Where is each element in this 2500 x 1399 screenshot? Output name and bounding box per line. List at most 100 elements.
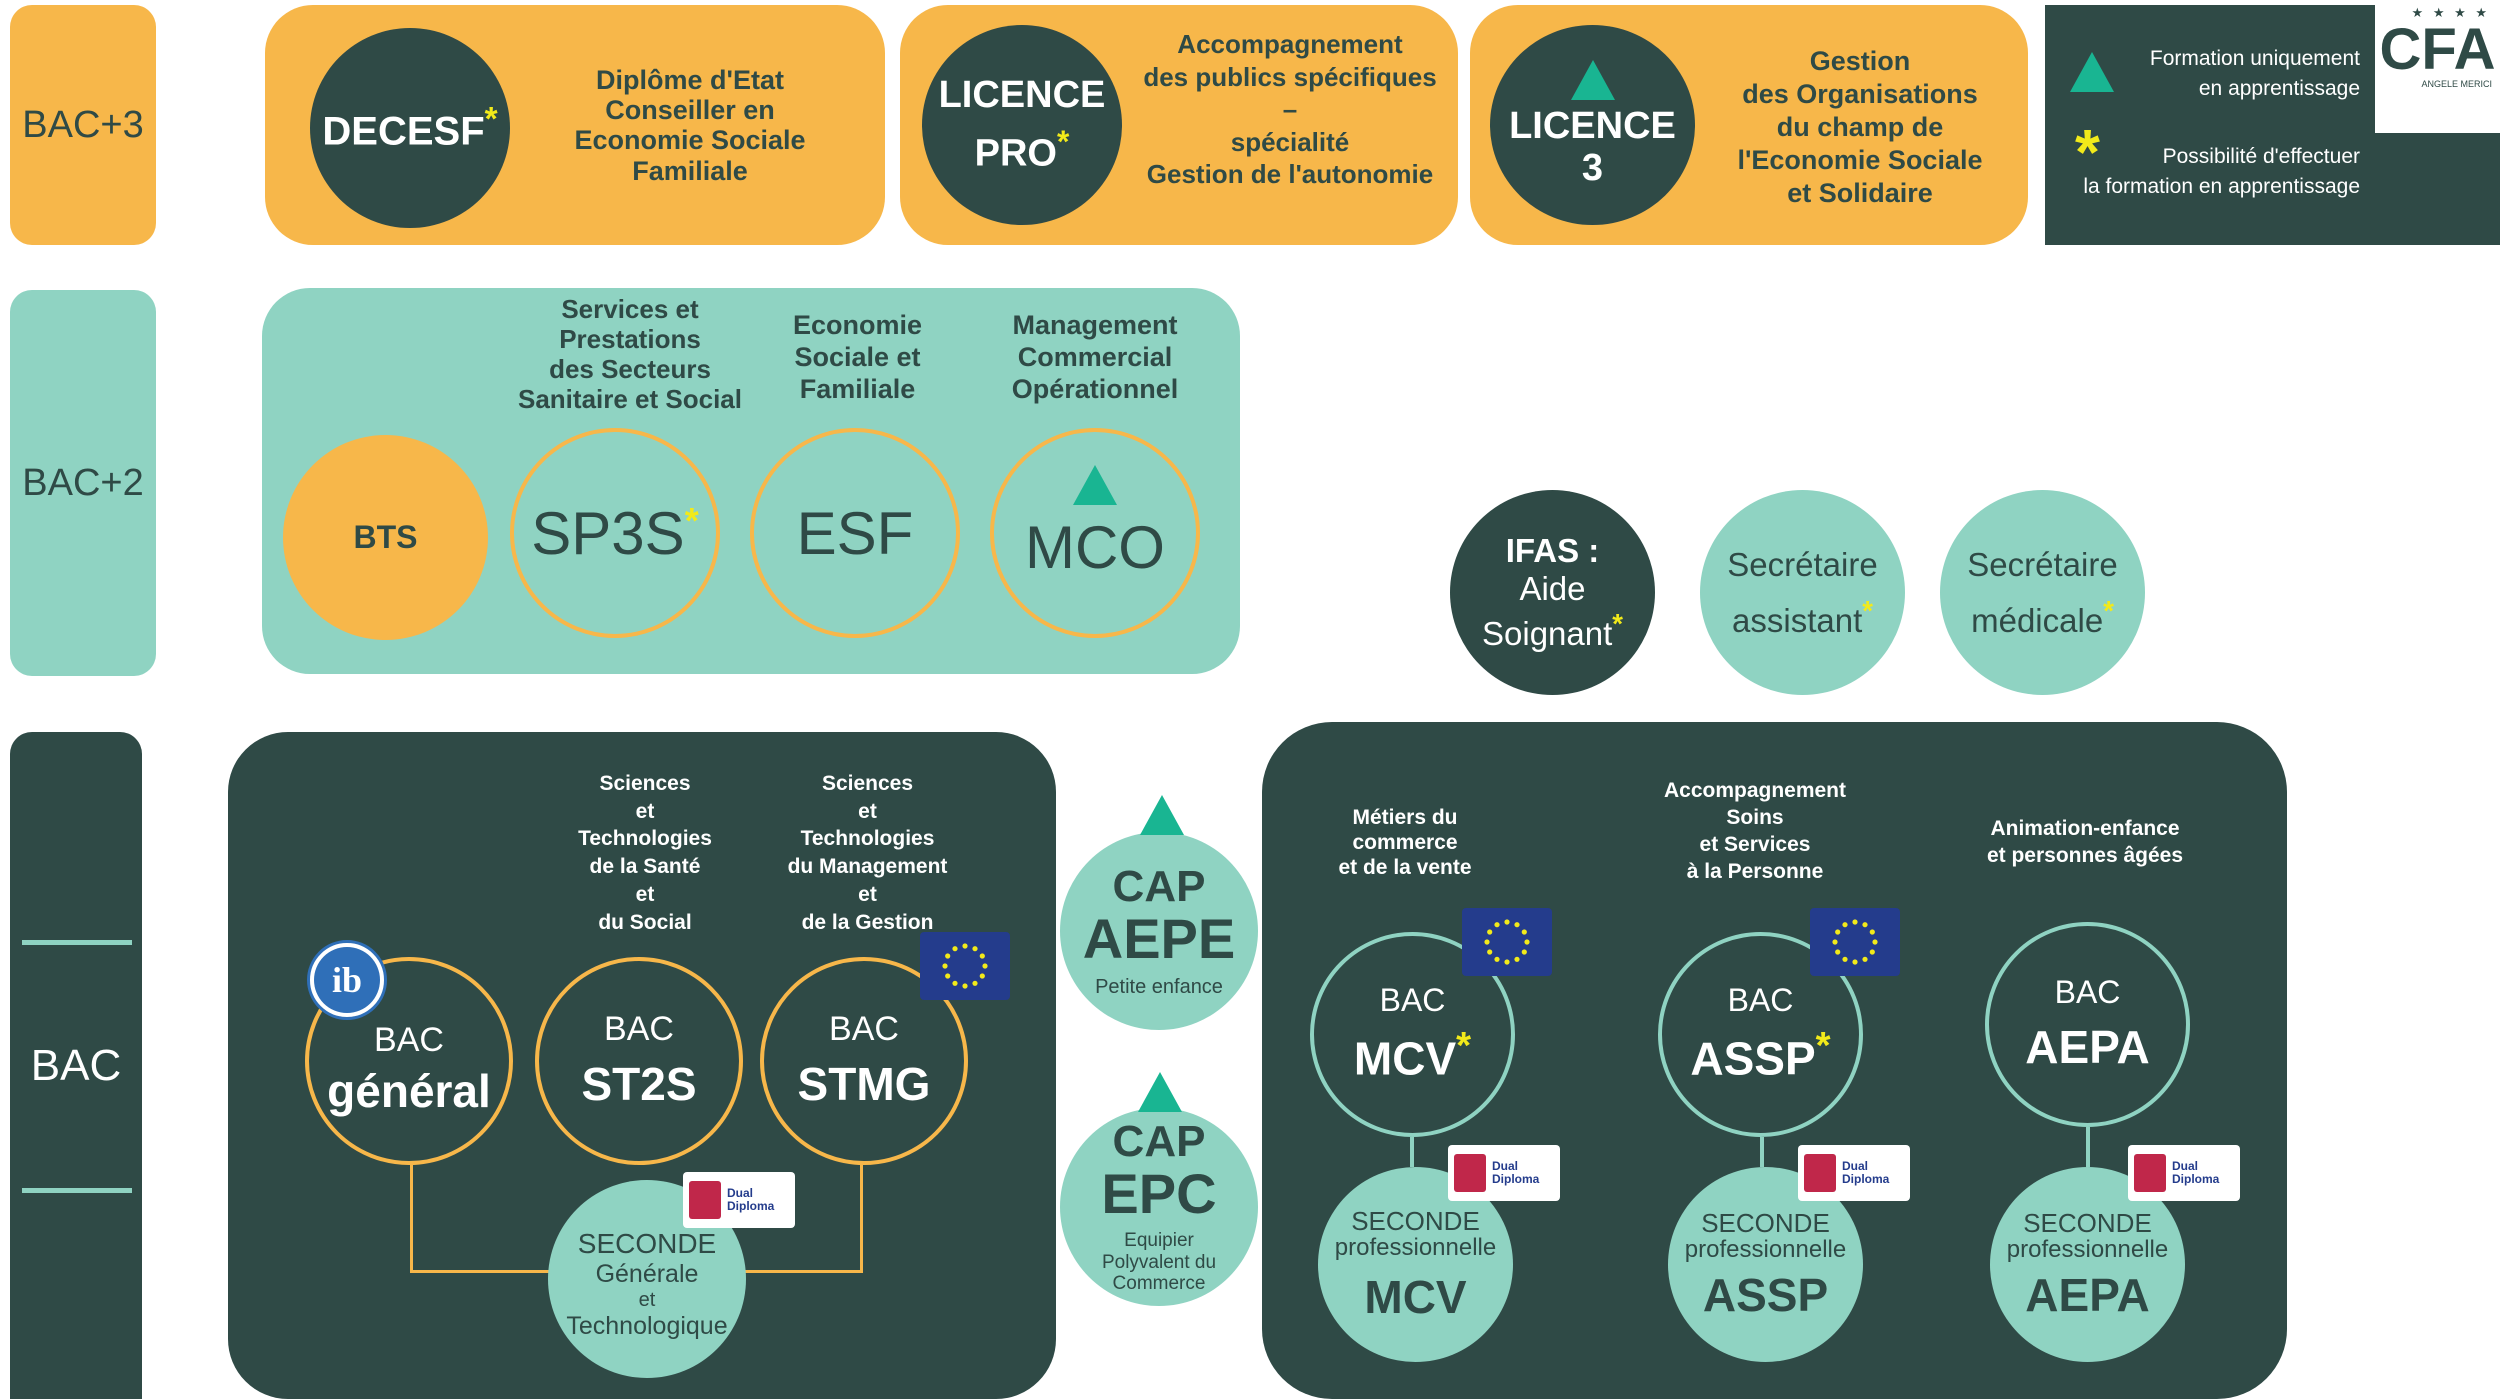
secretaire-medicale-line: médicale [1971, 602, 2104, 639]
apprenticeship-star-icon: * [1456, 1024, 1472, 1068]
seconde-assp-circle[interactable]: SECONDE professionnelle ASSP [1668, 1167, 1863, 1362]
eu-flag-icon [1810, 908, 1900, 976]
esf-circle[interactable]: ESF [750, 428, 960, 638]
ifas-circle[interactable]: IFAS : Aide Soignant* [1450, 490, 1655, 695]
level-bac3: BAC+3 [10, 5, 156, 245]
bac-stmg-top: BAC [829, 1010, 899, 1048]
licence-pro-line2: PRO [974, 132, 1057, 175]
dual-diploma-logo-icon [1454, 1154, 1486, 1192]
licence3-line1: LICENCE [1509, 105, 1676, 148]
sp3s-name: SP3S [531, 499, 685, 567]
bac-st2s-name: ST2S [581, 1057, 697, 1110]
seconde-gt-line: et [638, 1288, 656, 1311]
bac-stmg-name: STMG [797, 1057, 931, 1110]
ib-logo-text: ib [314, 947, 380, 1013]
ib-logo-icon: ib [307, 940, 387, 1020]
bac-assp-circle[interactable]: BAC ASSP* [1658, 932, 1863, 1137]
sp3s-circle[interactable]: SP3S* [510, 428, 720, 638]
cap-aepe-sub: Petite enfance [1095, 975, 1223, 998]
bac-general-top: BAC [374, 1021, 444, 1059]
bac-stmg-circle[interactable]: BAC STMG [760, 957, 968, 1165]
licence-pro-circle[interactable]: LICENCE PRO* [922, 25, 1122, 225]
mco-circle[interactable]: MCO [990, 428, 1200, 638]
divider [22, 940, 132, 945]
secretaire-assistant-circle[interactable]: Secrétaire assistant* [1700, 490, 1905, 695]
secretaire-medicale-circle[interactable]: Secrétaire médicale* [1940, 490, 2145, 695]
connector-line [1410, 1137, 1414, 1167]
level-bac2: BAC+2 [10, 290, 156, 676]
level-label: BAC [30, 1040, 122, 1090]
dual-diploma-logo-icon [1804, 1154, 1836, 1192]
seconde-gt-line: SECONDE [577, 1227, 717, 1259]
cap-epc-top: CAP [1112, 1116, 1206, 1166]
secretaire-assistant-line: assistant [1732, 602, 1863, 639]
cfa-logo-text: CFA [2379, 17, 2496, 82]
connector-line [740, 1270, 862, 1273]
cap-aepe-circle[interactable]: CAP AEPE Petite enfance [1060, 832, 1258, 1030]
bac-st2s-circle[interactable]: BAC ST2S [535, 957, 743, 1165]
ifas-line: Soignant [1482, 614, 1613, 652]
ifas-line: IFAS : [1505, 532, 1600, 570]
connector-line [2086, 1127, 2090, 1167]
bac-st2s-top: BAC [604, 1010, 674, 1048]
bts-circle[interactable]: BTS [283, 435, 488, 640]
bac-general-circle[interactable]: BAC général [305, 957, 513, 1165]
seconde-assp-line: SECONDE [1701, 1207, 1830, 1238]
apprenticeship-only-triangle-icon [1570, 60, 1615, 101]
level-bac: BAC [10, 732, 142, 1399]
eu-stars-icon [1484, 919, 1530, 965]
level-label: BAC+3 [22, 103, 144, 146]
connector-line [1760, 1137, 1764, 1167]
licence3-circle[interactable]: LICENCE 3 [1490, 25, 1695, 225]
cap-aepe-top: CAP [1112, 862, 1206, 911]
bac-mcv-circle[interactable]: BAC MCV* [1310, 932, 1515, 1137]
seconde-assp-name: ASSP [1702, 1268, 1829, 1321]
eu-flag-icon [1462, 908, 1552, 976]
bts-label: BTS [353, 519, 418, 555]
bac-aepa-circle[interactable]: BAC AEPA [1985, 922, 2190, 1127]
apprenticeship-star-icon: * [684, 499, 699, 541]
mco-name: MCO [1025, 513, 1165, 581]
secretaire-assistant-line: Secrétaire [1727, 545, 1878, 583]
apprenticeship-star-icon: * [1815, 1024, 1831, 1068]
bac-mcv-top: BAC [1379, 981, 1446, 1018]
level-label: BAC+2 [22, 461, 144, 504]
licence3-line2: 3 [1581, 147, 1604, 189]
eu-stars-icon [1832, 919, 1878, 965]
bac-aepa-name: AEPA [2025, 1020, 2150, 1073]
seconde-mcv-line: professionnelle [1334, 1234, 1497, 1262]
seconde-aepa-circle[interactable]: SECONDE professionnelle AEPA [1990, 1167, 2185, 1362]
eu-flag-icon [920, 932, 1010, 1000]
cfa-logo: ★ ★ ★ ★ CFA ANGELE MERICI [2375, 5, 2500, 133]
seconde-mcv-name: MCV [1364, 1270, 1467, 1323]
seconde-gt-line: Technologique [566, 1311, 728, 1340]
star-legend-icon: * [2075, 116, 2100, 188]
decesf-circle[interactable]: DECESF* [310, 28, 510, 228]
seconde-aepa-name: AEPA [2025, 1268, 2150, 1321]
seconde-gt-line: Générale [595, 1259, 699, 1288]
apprenticeship-star-icon: * [1862, 595, 1873, 626]
apprenticeship-star-icon: * [2103, 595, 2114, 626]
ifas-line: Aide [1519, 570, 1586, 608]
connector-line [410, 1270, 560, 1273]
seconde-mcv-line: SECONDE [1351, 1205, 1480, 1236]
triangle-legend-icon [2070, 52, 2114, 92]
licence-pro-line1: LICENCE [938, 74, 1106, 117]
apprenticeship-only-triangle-icon [1140, 795, 1184, 835]
dual-diploma-logo-icon [689, 1181, 721, 1219]
apprenticeship-only-triangle-icon [1138, 1072, 1182, 1112]
